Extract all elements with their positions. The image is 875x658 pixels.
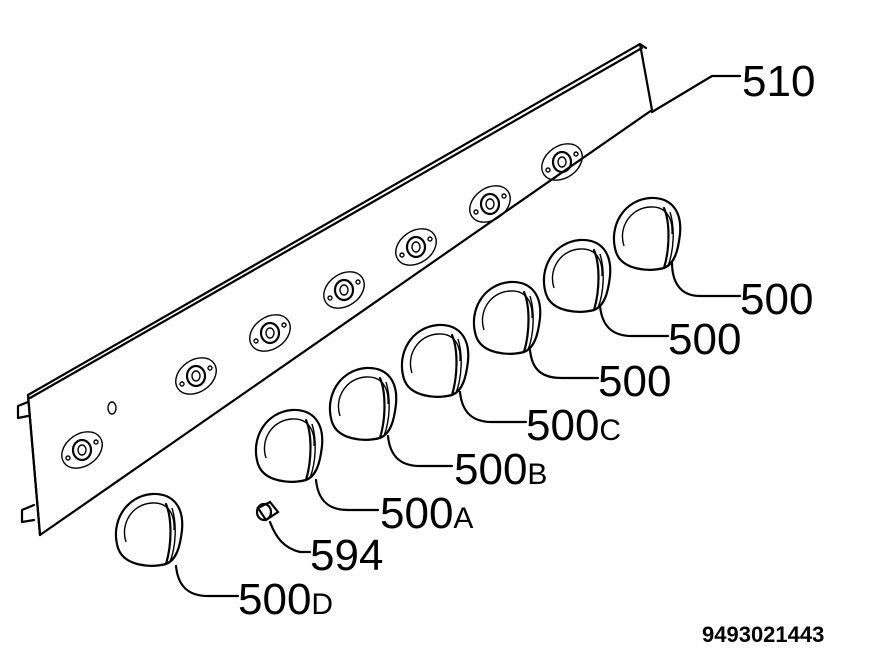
label-500d: 500D <box>238 575 333 624</box>
label-500a: 500A <box>380 489 473 538</box>
panel-hole <box>469 185 511 223</box>
leader-lines <box>174 74 742 598</box>
knob-500d <box>114 492 184 567</box>
label-500-1: 500 <box>740 275 813 324</box>
knob-500a <box>254 408 324 483</box>
panel-hole <box>395 228 437 266</box>
label-500b: 500B <box>454 445 547 494</box>
spindle-594 <box>255 500 280 522</box>
panel-holes <box>61 143 583 469</box>
document-number: 9493021443 <box>702 622 824 647</box>
knob-500-2 <box>542 238 612 313</box>
knob-500-3 <box>472 280 542 355</box>
panel-hole <box>175 357 217 395</box>
knob-500b <box>328 366 398 441</box>
knob-500-1 <box>612 196 682 271</box>
label-594: 594 <box>310 531 383 580</box>
panel-hole <box>541 143 583 181</box>
panel-hole <box>323 271 365 309</box>
label-500-2: 500 <box>668 315 741 364</box>
label-510: 510 <box>742 57 815 106</box>
label-500-3: 500 <box>598 357 671 406</box>
panel-hole <box>61 431 103 469</box>
label-500c: 500C <box>526 401 621 450</box>
panel-hole <box>249 314 291 352</box>
control-panel <box>16 42 654 537</box>
knob-500c <box>400 323 470 398</box>
